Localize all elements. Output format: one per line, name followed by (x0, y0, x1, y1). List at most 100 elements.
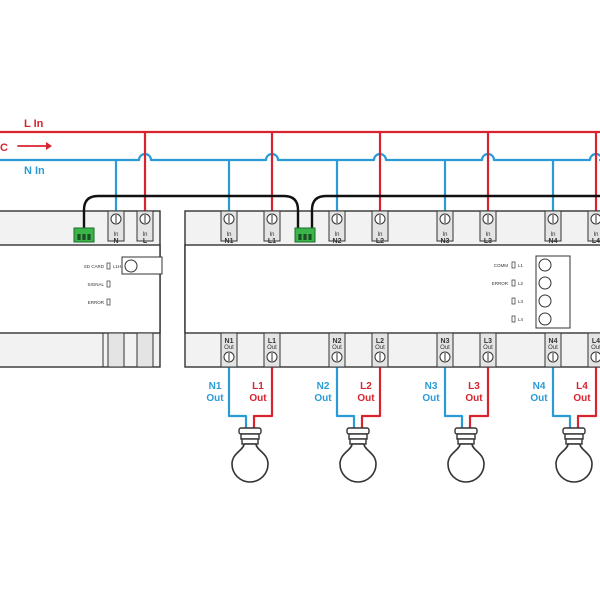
output-big-label: N2 (333, 338, 342, 345)
output-live-wire-3 (468, 365, 490, 430)
left-indicator-extra: L1H (113, 264, 121, 269)
input-small-label: In (550, 232, 555, 238)
input-small-label: In (485, 232, 490, 238)
output-neutral-label: N1 (209, 381, 222, 392)
left-indicator-led (106, 262, 111, 270)
left-bottom-terminal-2 (136, 332, 154, 368)
output-neutral-label: N3 (425, 381, 438, 392)
right-bus-connector-pin-3 (308, 234, 312, 240)
bulb-glass-1 (231, 443, 269, 483)
input-big-label: N2 (333, 238, 342, 245)
output-small-label: Out (224, 345, 234, 351)
output-live-label: L1 (252, 381, 264, 392)
left-module-button (124, 259, 138, 273)
output-small-label: Out (483, 345, 493, 351)
status-led (511, 315, 516, 323)
module-layer (0, 210, 600, 368)
input-small-label: In (377, 232, 382, 238)
output-big-label: N1 (225, 338, 234, 345)
output-live-out-label: Out (465, 393, 483, 404)
ac-arrow-head (46, 142, 52, 150)
bulb-glass-4 (555, 443, 593, 483)
output-big-label: L2 (376, 338, 384, 345)
left-bus-connector-pin-1 (77, 234, 81, 240)
left-indicator-label: ERROR (88, 300, 105, 305)
output-live-wire-2 (360, 365, 382, 430)
bulb-socket-mid-2 (348, 433, 368, 440)
output-big-label: N3 (441, 338, 450, 345)
left-input-big-label: N (113, 238, 118, 245)
status-label: ERROR (492, 281, 509, 286)
output-neutral-out-label: Out (530, 393, 548, 404)
output-small-label: Out (267, 345, 277, 351)
left-indicator-label: SD CARD (84, 264, 105, 269)
output-live-label: L2 (360, 381, 372, 392)
status-extra: L3 (518, 299, 524, 304)
ac-label: C (0, 142, 8, 154)
neutral-in-label: N In (24, 165, 45, 177)
right-module-panel (184, 244, 600, 334)
output-small-label: Out (440, 345, 450, 351)
left-indicator-led (106, 280, 111, 288)
output-live-out-label: Out (357, 393, 375, 404)
left-input-small-label: In (113, 232, 118, 238)
left-bottom-terminal-1 (107, 332, 125, 368)
left-indicator-label: SIGNAL (87, 282, 104, 287)
output-neutral-wire-3 (443, 365, 464, 430)
input-big-label: N4 (549, 238, 558, 245)
bulb-socket-top-3 (454, 427, 478, 435)
output-neutral-wire-1 (227, 365, 248, 430)
output-neutral-wire-2 (335, 365, 356, 430)
output-live-label: L4 (576, 381, 588, 392)
bulb-layer (231, 427, 593, 483)
relay-button-4 (538, 312, 552, 326)
output-live-wire-4 (576, 365, 598, 430)
output-big-label: L4 (592, 338, 600, 345)
output-neutral-wire-4 (551, 365, 572, 430)
input-small-label: In (593, 232, 598, 238)
output-neutral-out-label: Out (314, 393, 332, 404)
neutral-main-wire (0, 152, 600, 162)
relay-button-3 (538, 294, 552, 308)
status-led (511, 297, 516, 305)
bulb-socket-top-4 (562, 427, 586, 435)
output-big-label: N4 (549, 338, 558, 345)
input-small-label: In (334, 232, 339, 238)
left-input-small-label: In (142, 232, 147, 238)
bus-cable-1 (82, 194, 300, 230)
bulb-glass-3 (447, 443, 485, 483)
output-neutral-out-label: Out (206, 393, 224, 404)
relay-button-1 (538, 258, 552, 272)
status-extra: L4 (518, 317, 524, 322)
left-bus-connector-pin-3 (87, 234, 91, 240)
terminal-layer (73, 210, 600, 368)
input-big-label: L4 (592, 238, 600, 245)
input-big-label: N3 (441, 238, 450, 245)
left-indicator-led (106, 298, 111, 306)
output-neutral-label: N4 (533, 381, 546, 392)
left-bus-connector-pin-2 (82, 234, 86, 240)
input-big-label: L3 (484, 238, 492, 245)
right-bus-connector-pin-2 (303, 234, 307, 240)
bulb-socket-mid-1 (240, 433, 260, 440)
output-small-label: Out (591, 345, 600, 351)
status-extra: L1 (518, 263, 524, 268)
output-neutral-label: N2 (317, 381, 330, 392)
status-led (511, 261, 516, 269)
status-label: COMM (494, 263, 508, 268)
bulb-socket-top-1 (238, 427, 262, 435)
left-input-big-label: L (143, 238, 148, 245)
input-big-label: L2 (376, 238, 384, 245)
bulb-socket-mid-3 (456, 433, 476, 440)
output-big-label: L3 (484, 338, 492, 345)
input-big-label: N1 (225, 238, 234, 245)
status-extra: L2 (518, 281, 524, 286)
live-in-label: L In (24, 118, 44, 130)
input-big-label: L1 (268, 238, 276, 245)
output-live-wire-1 (252, 365, 274, 430)
output-live-out-label: Out (573, 393, 591, 404)
output-small-label: Out (375, 345, 385, 351)
output-live-label: L3 (468, 381, 480, 392)
